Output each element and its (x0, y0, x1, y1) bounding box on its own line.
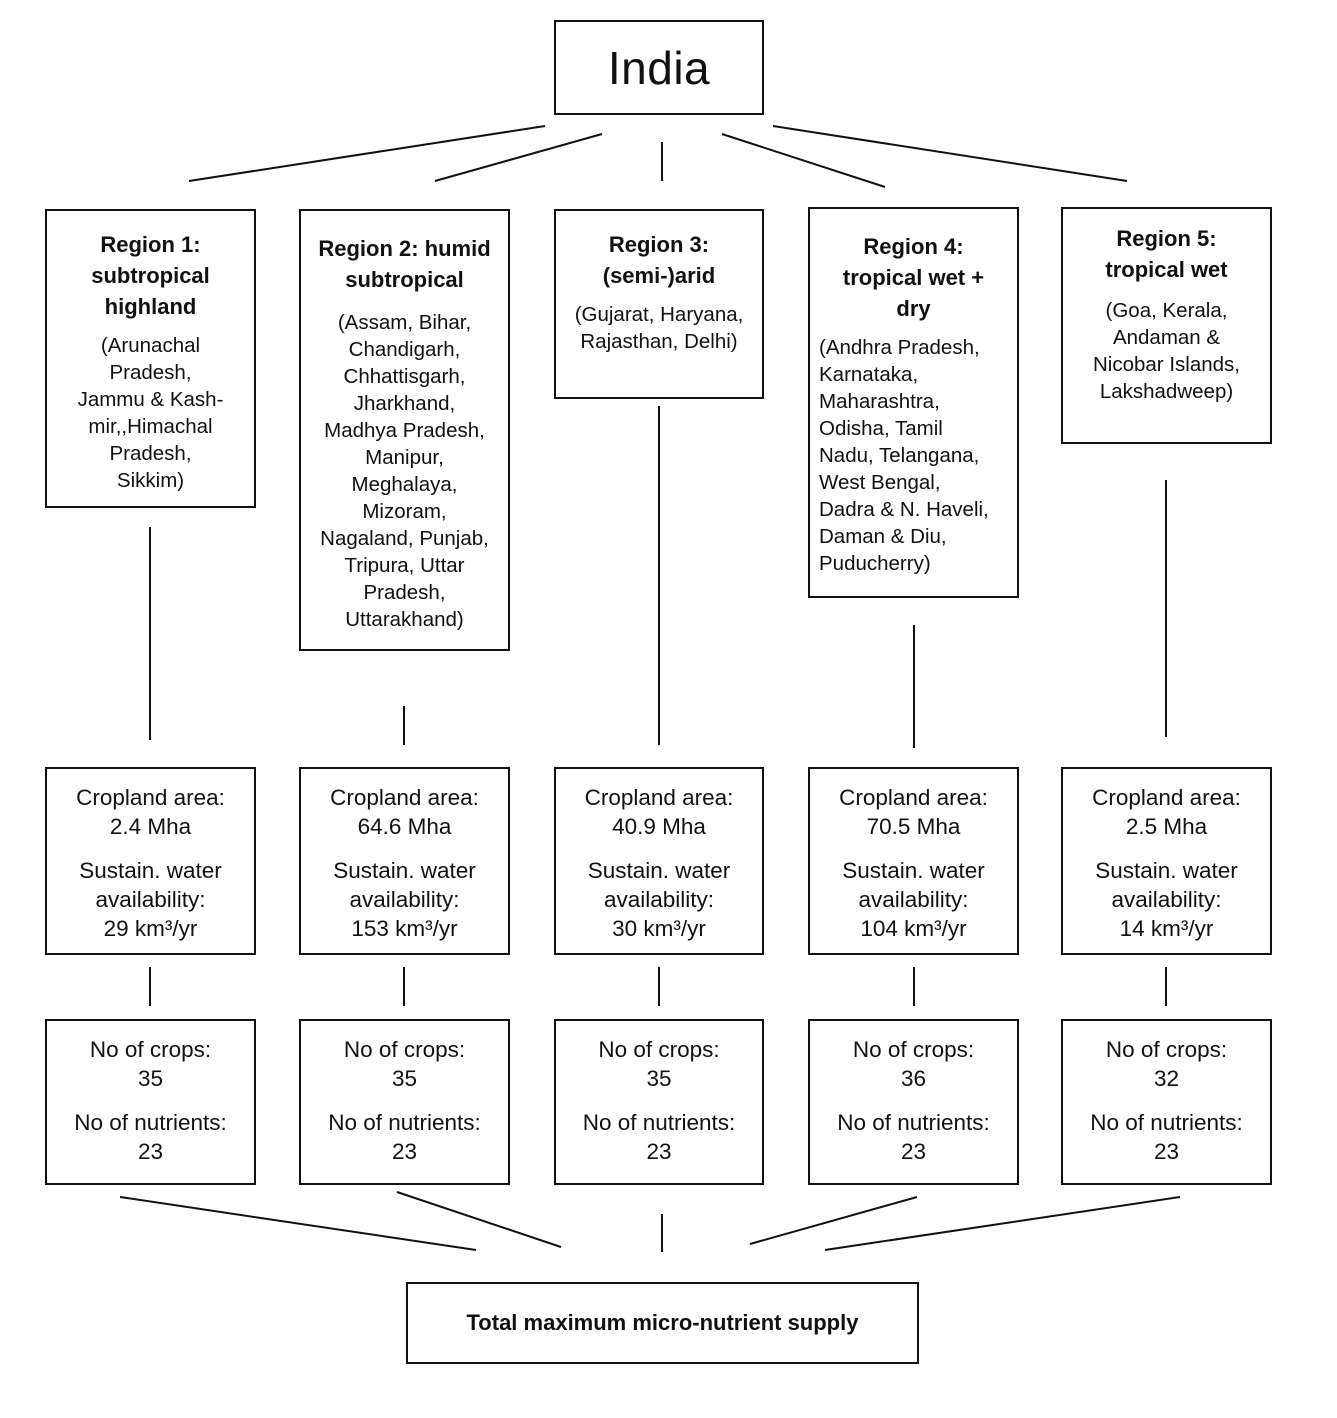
water-label-2: availability: (349, 887, 460, 912)
region-1-crops-box: No of crops: 35 No of nutrients: 23 (45, 1019, 256, 1185)
nutrients-label: No of nutrients: (1090, 1110, 1243, 1135)
region-2-box: Region 2: humid subtropical (Assam, Biha… (299, 209, 510, 651)
crops-label: No of crops: (852, 1037, 975, 1062)
water-value: 14 km³/yr (1119, 916, 1214, 941)
crops-label: No of crops: (89, 1037, 212, 1062)
nutrients-value: 23 (391, 1139, 418, 1164)
water-label: Sustain. water (842, 858, 985, 883)
region-4-states: (Andhra Pradesh, Karnataka, Maharashtra,… (819, 336, 989, 575)
region-5-box: Region 5: tropical wet (Goa, Kerala, And… (1061, 207, 1272, 444)
water-label-2: availability: (95, 887, 206, 912)
water-label-2: availability: (603, 887, 715, 912)
crops-value: 35 (391, 1066, 418, 1091)
water-label-2: availability: (1111, 887, 1222, 912)
nutrients-value: 23 (1153, 1139, 1180, 1164)
region-3-title: Region 3: (semi-)arid (602, 232, 716, 288)
cropland-value: 40.9 Mha (612, 814, 706, 839)
connector-crops-5-total (824, 1196, 1181, 1251)
connector-india-region-4 (721, 133, 886, 188)
water-value: 29 km³/yr (103, 916, 198, 941)
region-1-land-water-box: Cropland area: 2.4 Mha Sustain. water av… (45, 767, 256, 955)
region-5-crops-box: No of crops: 32 No of nutrients: 23 (1061, 1019, 1272, 1185)
water-label-2: availability: (858, 887, 969, 912)
cropland-label: Cropland area: (330, 785, 479, 810)
crops-value: 32 (1153, 1066, 1180, 1091)
region-3-states: (Gujarat, Haryana, Rajasthan, Delhi) (574, 303, 744, 353)
crops-label: No of crops: (598, 1037, 720, 1062)
region-2-title: Region 2: humid subtropical (318, 236, 491, 292)
cropland-label: Cropland area: (839, 785, 988, 810)
region-5-land-water-box: Cropland area: 2.5 Mha Sustain. water av… (1061, 767, 1272, 955)
region-4-title: Region 4: tropical wet + dry (842, 234, 985, 321)
nutrients-label: No of nutrients: (837, 1110, 990, 1135)
region-2-states: (Assam, Bihar, Chandigarh, Chhattisgarh,… (320, 311, 489, 631)
water-label: Sustain. water (587, 858, 731, 883)
cropland-label: Cropland area: (584, 785, 734, 810)
connector-india-region-1 (188, 125, 546, 182)
region-4-crops-box: No of crops: 36 No of nutrients: 23 (808, 1019, 1019, 1185)
region-4-land-water-box: Cropland area: 70.5 Mha Sustain. water a… (808, 767, 1019, 955)
water-value: 153 km³/yr (351, 916, 458, 941)
cropland-value: 64.6 Mha (357, 814, 452, 839)
cropland-value: 70.5 Mha (866, 814, 961, 839)
nutrients-label: No of nutrients: (582, 1110, 736, 1135)
crops-value: 36 (900, 1066, 927, 1091)
cropland-label: Cropland area: (76, 785, 225, 810)
connector-crops-1-total (119, 1196, 477, 1251)
region-5-title: Region 5: tropical wet (1105, 226, 1228, 282)
water-label: Sustain. water (79, 858, 222, 883)
total-supply-label: Total maximum micro-nutrient supply (466, 1310, 859, 1335)
connector-crops-4-total (749, 1196, 918, 1245)
water-label: Sustain. water (1095, 858, 1238, 883)
water-label: Sustain. water (333, 858, 476, 883)
nutrients-value: 23 (900, 1139, 927, 1164)
crops-value: 35 (646, 1066, 672, 1091)
india-root-box: India (554, 20, 764, 115)
nutrients-value: 23 (137, 1139, 164, 1164)
nutrients-label: No of nutrients: (74, 1110, 227, 1135)
total-supply-box: Total maximum micro-nutrient supply (406, 1282, 919, 1364)
region-3-land-water-box: Cropland area: 40.9 Mha Sustain. water a… (554, 767, 764, 955)
cropland-value: 2.4 Mha (109, 814, 192, 839)
region-3-crops-box: No of crops: 35 No of nutrients: 23 (554, 1019, 764, 1185)
crops-value: 35 (137, 1066, 164, 1091)
crops-label: No of crops: (1105, 1037, 1228, 1062)
connector-india-region-2 (434, 133, 603, 182)
region-1-box: Region 1: subtropical highland (Arunacha… (45, 209, 256, 508)
region-5-states: (Goa, Kerala, Andaman & Nicobar Islands,… (1093, 299, 1240, 403)
nutrients-label: No of nutrients: (328, 1110, 481, 1135)
india-title: India (607, 41, 711, 94)
region-3-box: Region 3: (semi-)arid (Gujarat, Haryana,… (554, 209, 764, 399)
region-2-land-water-box: Cropland area: 64.6 Mha Sustain. water a… (299, 767, 510, 955)
region-1-title: Region 1: subtropical highland (91, 232, 210, 319)
region-4-box: Region 4: tropical wet + dry (Andhra Pra… (808, 207, 1019, 598)
connector-crops-2-total (396, 1191, 562, 1248)
water-value: 104 km³/yr (860, 916, 967, 941)
crops-label: No of crops: (343, 1037, 466, 1062)
cropland-label: Cropland area: (1092, 785, 1241, 810)
water-value: 30 km³/yr (612, 916, 706, 941)
region-2-crops-box: No of crops: 35 No of nutrients: 23 (299, 1019, 510, 1185)
region-1-states: (Arunachal Pradesh, Jammu & Kash- mir,,H… (77, 334, 224, 492)
nutrients-value: 23 (646, 1139, 672, 1164)
cropland-value: 2.5 Mha (1125, 814, 1208, 839)
connector-india-region-5 (772, 125, 1128, 182)
